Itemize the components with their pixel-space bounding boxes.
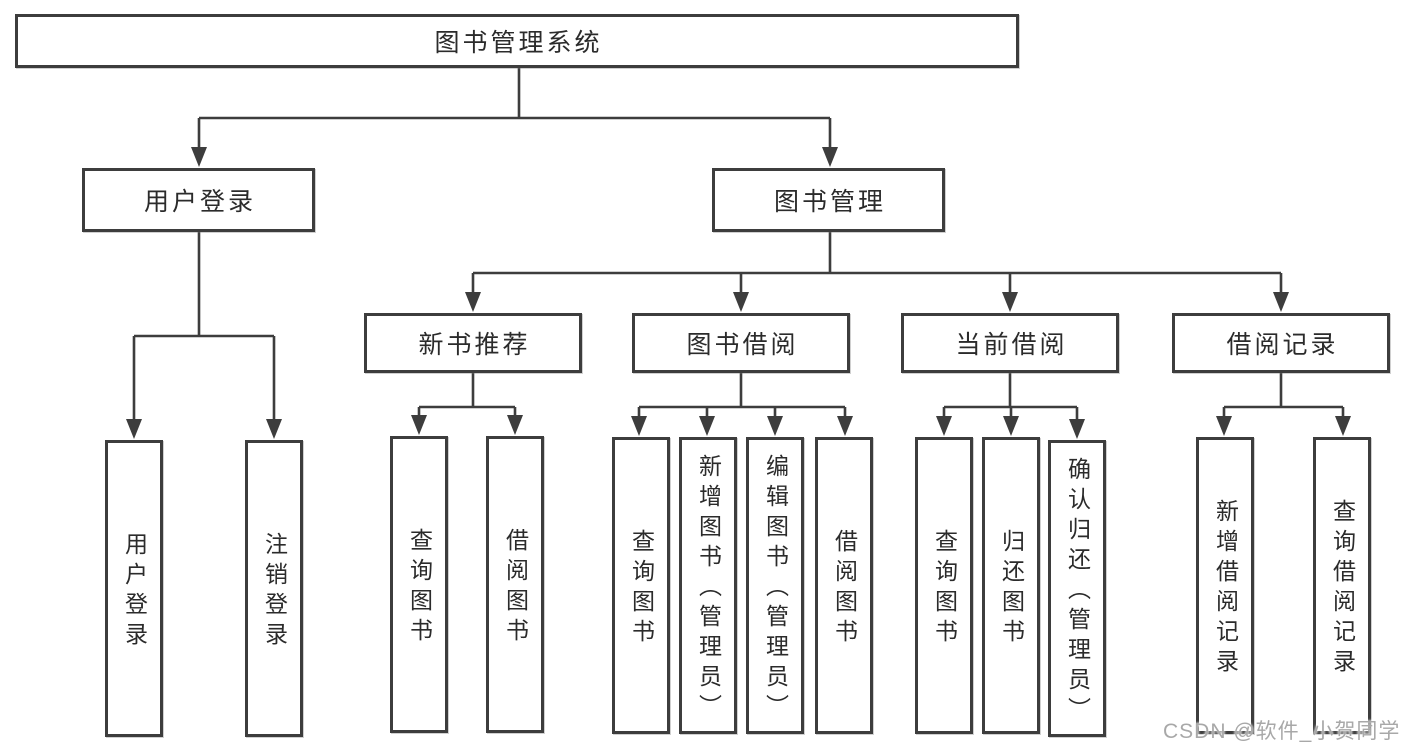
node-label: 用户登录 bbox=[143, 188, 256, 216]
leaf-label: 编辑图书（管理员） bbox=[762, 453, 789, 724]
leaf-label: 注销登录 bbox=[261, 531, 288, 652]
leaf-label: 借阅图书 bbox=[831, 528, 858, 649]
node-current-borrow: 当前借阅 bbox=[901, 313, 1119, 373]
leaf-logout: 注销登录 bbox=[245, 440, 303, 737]
leaf-edit-books-admin: 编辑图书（管理员） bbox=[746, 437, 804, 734]
leaf-label: 查询图书 bbox=[406, 527, 433, 648]
leaf-label: 查询图书 bbox=[628, 528, 655, 649]
node-label: 图书管理 bbox=[773, 188, 886, 216]
node-library-management-system: 图书管理系统 bbox=[15, 14, 1019, 68]
leaf-query-books-current: 查询图书 bbox=[915, 437, 973, 734]
node-user-login: 用户登录 bbox=[82, 168, 315, 232]
leaf-label: 新增图书（管理员） bbox=[695, 453, 722, 724]
node-label: 图书管理系统 bbox=[434, 29, 603, 57]
leaf-label: 查询图书 bbox=[931, 528, 958, 649]
leaf-label: 新增借阅记录 bbox=[1212, 498, 1239, 679]
leaf-confirm-return-admin: 确认归还（管理员） bbox=[1048, 440, 1106, 737]
leaf-add-borrow-record: 新增借阅记录 bbox=[1196, 437, 1254, 734]
leaf-query-books-borrow: 查询图书 bbox=[612, 437, 670, 734]
node-book-management: 图书管理 bbox=[712, 168, 945, 232]
leaf-borrow-books-recommend: 借阅图书 bbox=[486, 436, 544, 733]
node-label: 当前借阅 bbox=[955, 331, 1068, 359]
node-label: 新书推荐 bbox=[418, 331, 531, 359]
node-new-book-recommend: 新书推荐 bbox=[364, 313, 582, 373]
leaf-label: 借阅图书 bbox=[502, 527, 529, 648]
node-borrow-records: 借阅记录 bbox=[1172, 313, 1390, 373]
leaf-label: 归还图书 bbox=[998, 528, 1025, 649]
leaf-label: 确认归还（管理员） bbox=[1064, 456, 1091, 727]
leaf-label: 查询借阅记录 bbox=[1329, 498, 1356, 679]
leaf-label: 用户登录 bbox=[121, 531, 148, 652]
leaf-query-borrow-record: 查询借阅记录 bbox=[1313, 437, 1371, 734]
leaf-borrow-books: 借阅图书 bbox=[815, 437, 873, 734]
node-label: 图书借阅 bbox=[686, 331, 799, 359]
node-label: 借阅记录 bbox=[1226, 331, 1339, 359]
leaf-user-login: 用户登录 bbox=[105, 440, 163, 737]
csdn-watermark: CSDN @软件_小贺同学 bbox=[1163, 720, 1401, 743]
leaf-query-books-recommend: 查询图书 bbox=[390, 436, 448, 733]
node-book-borrow: 图书借阅 bbox=[632, 313, 850, 373]
leaf-return-books: 归还图书 bbox=[982, 437, 1040, 734]
leaf-add-books-admin: 新增图书（管理员） bbox=[679, 437, 737, 734]
